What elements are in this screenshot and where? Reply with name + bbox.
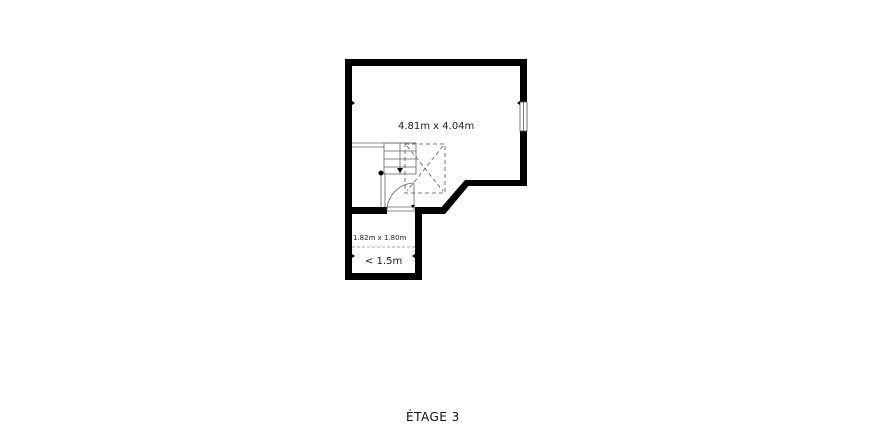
small-room-height-note: < 1.5m <box>365 256 403 267</box>
diagonal-wall <box>439 180 471 214</box>
floor-opening <box>404 143 446 194</box>
window <box>519 101 528 132</box>
door-marker <box>411 205 415 208</box>
dimension-markers <box>352 63 520 276</box>
stair-direction-arrow <box>397 168 403 173</box>
walls <box>345 59 527 280</box>
door <box>386 182 415 212</box>
stair-start-dot <box>378 170 384 176</box>
small-room-dimensions: 1.82m x 1.80m <box>353 234 407 242</box>
floor-title: ÉTAGE 3 <box>406 410 460 424</box>
main-room-dimensions: 4.81m x 4.04m <box>398 121 475 132</box>
staircase <box>352 142 417 207</box>
